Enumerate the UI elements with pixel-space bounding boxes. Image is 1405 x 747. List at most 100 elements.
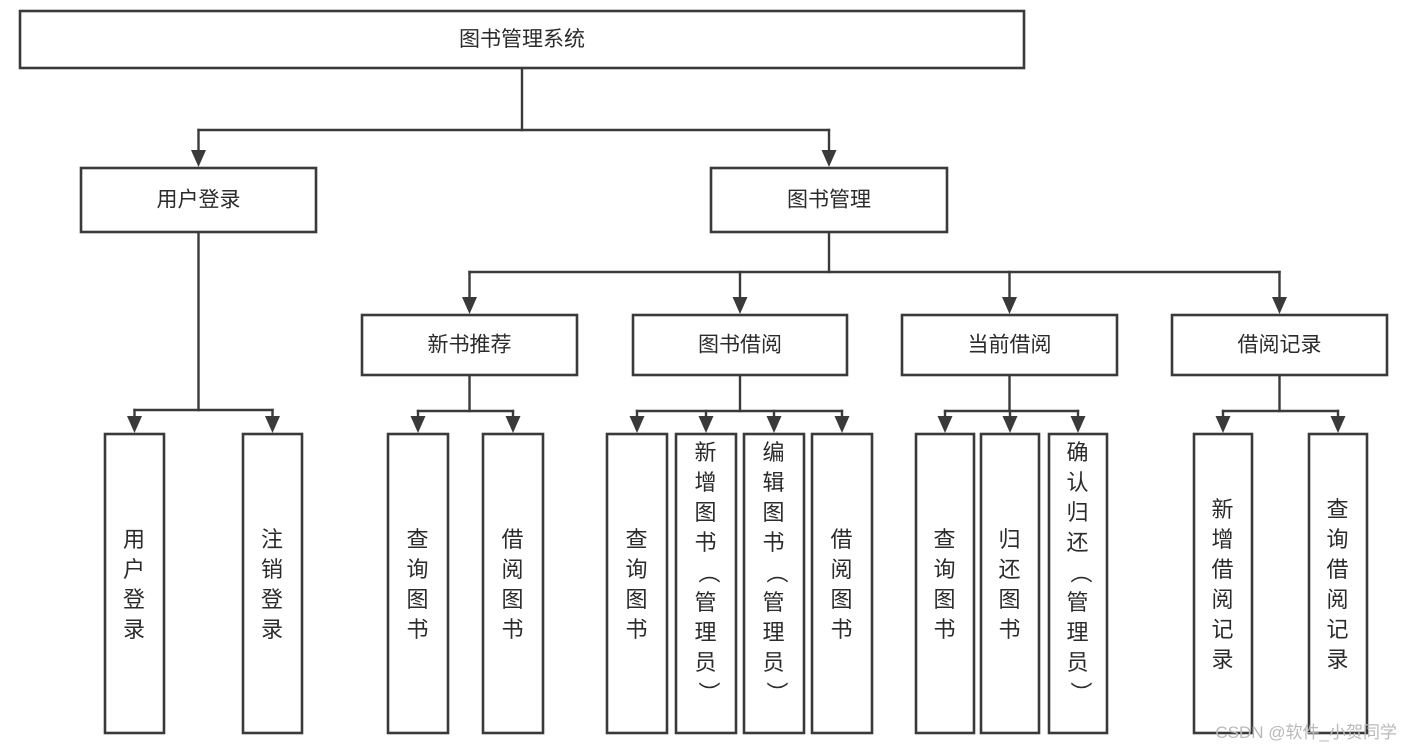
node-label-char: 录 (1326, 647, 1349, 672)
node-rect (742, 432, 806, 735)
node-label-char: 询 (406, 557, 429, 582)
node-label-char: 询 (625, 557, 648, 582)
node-label-char: 归 (998, 527, 1021, 552)
node-label-char: 图 (830, 587, 853, 612)
arrow-head-icon (629, 416, 645, 433)
node-leaf-1[interactable]: 用户登录 (103, 432, 166, 735)
node-label-char: 新 (694, 440, 717, 465)
node-label-char: 借 (1326, 557, 1349, 582)
node-rect (79, 166, 318, 234)
node-rect (900, 313, 1119, 377)
node-level2-2[interactable]: 图书管理 (709, 166, 949, 234)
node-label: 借阅记录 (1238, 334, 1322, 357)
arrow-head-icon (834, 416, 850, 433)
node-label-char: 图 (694, 500, 717, 525)
node-label-char: 书 (501, 617, 524, 642)
node-label-char: 还 (998, 557, 1021, 582)
node-label-char: （ (764, 561, 789, 584)
node-label-char: 阅 (1211, 587, 1234, 612)
node-label-char: 图 (998, 587, 1021, 612)
node-label-char: 图 (406, 587, 429, 612)
arrow-head-icon (1002, 416, 1018, 433)
node-level2-1[interactable]: 用户登录 (79, 166, 318, 234)
node-label-char: （ (696, 561, 721, 584)
node-rect (709, 166, 949, 234)
node-label-char: 理 (762, 620, 785, 645)
node-label: 图书借阅 (698, 334, 782, 357)
arrow-head-icon (698, 416, 714, 433)
node-label-char: 员 (1066, 650, 1089, 675)
node-label-char: 书 (406, 617, 429, 642)
node-label-char: 借 (830, 527, 853, 552)
node-label-char: 理 (694, 620, 717, 645)
node-rect (810, 432, 874, 735)
node-label-char: 书 (998, 617, 1021, 642)
node-label: 当前借阅 (968, 334, 1052, 357)
node-level3-1[interactable]: 新书推荐 (360, 313, 579, 377)
node-label-char: 询 (1326, 527, 1349, 552)
node-label: 用户登录 (157, 189, 241, 212)
node-label-char: 借 (1211, 557, 1234, 582)
arrow-head-icon (191, 150, 206, 167)
node-label: 图书管理 (787, 189, 871, 212)
node-level3-2[interactable]: 图书借阅 (631, 313, 849, 377)
node-label-char: 注 (261, 527, 284, 552)
node-label-char: 录 (261, 617, 284, 642)
node-label-char: 编 (762, 440, 785, 465)
node-label-char: 辑 (762, 470, 785, 495)
node-label-char: 户 (123, 557, 146, 582)
node-label-char: 借 (501, 527, 524, 552)
node-level3-3[interactable]: 当前借阅 (900, 313, 1119, 377)
node-label-char: 管 (762, 590, 785, 615)
node-label-char: ） (1068, 681, 1093, 704)
node-label: 图书管理系统 (459, 28, 585, 51)
node-label-char: 书 (694, 530, 717, 555)
node-rect (1047, 432, 1109, 735)
arrow-head-icon (937, 416, 953, 433)
node-label-char: 录 (1211, 647, 1234, 672)
node-label-char: 员 (762, 650, 785, 675)
node-label-char: 阅 (1326, 587, 1349, 612)
arrow-head-icon (1002, 297, 1017, 314)
node-label-char: ） (696, 681, 721, 704)
node-label-char: 书 (933, 617, 956, 642)
node-rect (1192, 432, 1254, 735)
node-label-char: 还 (1066, 530, 1089, 555)
arrow-head-icon (265, 416, 280, 433)
connector-layer (127, 66, 1346, 433)
node-label-char: 书 (762, 530, 785, 555)
node-rect (674, 432, 738, 735)
node-rect (914, 432, 976, 735)
node-label-char: 用 (123, 527, 146, 552)
arrow-head-icon (505, 416, 521, 433)
node-label-char: 记 (1211, 617, 1234, 642)
node-label-char: 录 (123, 617, 146, 642)
node-label-char: 确 (1066, 440, 1089, 465)
node-label-char: 登 (123, 587, 146, 612)
arrow-head-icon (127, 416, 142, 433)
node-label-char: 查 (406, 527, 429, 552)
arrow-head-icon (732, 297, 748, 314)
arrow-head-icon (766, 416, 782, 433)
node-label-char: 查 (625, 527, 648, 552)
node-rect (605, 432, 669, 735)
node-label-char: 图 (501, 587, 524, 612)
node-root-system[interactable]: 图书管理系统 (18, 9, 1026, 70)
node-label-char: 图 (933, 587, 956, 612)
node-level3-4[interactable]: 借阅记录 (1170, 313, 1389, 377)
node-label-char: 查 (933, 527, 956, 552)
node-rect (360, 313, 579, 377)
arrow-head-icon (1215, 416, 1231, 433)
